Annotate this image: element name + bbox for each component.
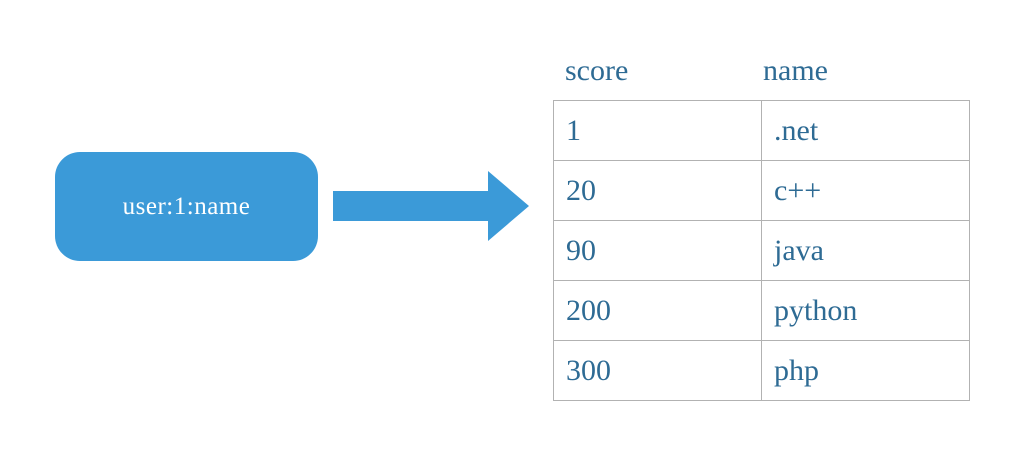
arrow-right-icon [333, 171, 529, 241]
cell-score: 200 [553, 280, 762, 341]
cell-score: 20 [553, 160, 762, 221]
column-header-score: score [565, 54, 629, 87]
arrow-right-shape [333, 171, 529, 241]
table-body: 1 .net 20 c++ 90 java 200 python 300 php [553, 100, 970, 401]
sorted-set-table: 1 .net 20 c++ 90 java 200 python 300 php [553, 100, 970, 401]
cell-score: 1 [553, 100, 762, 161]
table-row: 300 php [553, 340, 970, 401]
cell-score: 300 [553, 340, 762, 401]
cell-name: php [761, 340, 970, 401]
table-row: 1 .net [553, 100, 970, 161]
cell-name: python [761, 280, 970, 341]
cell-name: .net [761, 100, 970, 161]
table-row: 90 java [553, 220, 970, 281]
redis-key-box: user:1:name [55, 152, 318, 261]
table-row: 200 python [553, 280, 970, 341]
table-row: 20 c++ [553, 160, 970, 221]
table-column-headers: score name [553, 48, 943, 94]
cell-score: 90 [553, 220, 762, 281]
column-header-name: name [763, 54, 828, 87]
cell-name: c++ [761, 160, 970, 221]
cell-name: java [761, 220, 970, 281]
redis-key-label: user:1:name [122, 193, 251, 220]
